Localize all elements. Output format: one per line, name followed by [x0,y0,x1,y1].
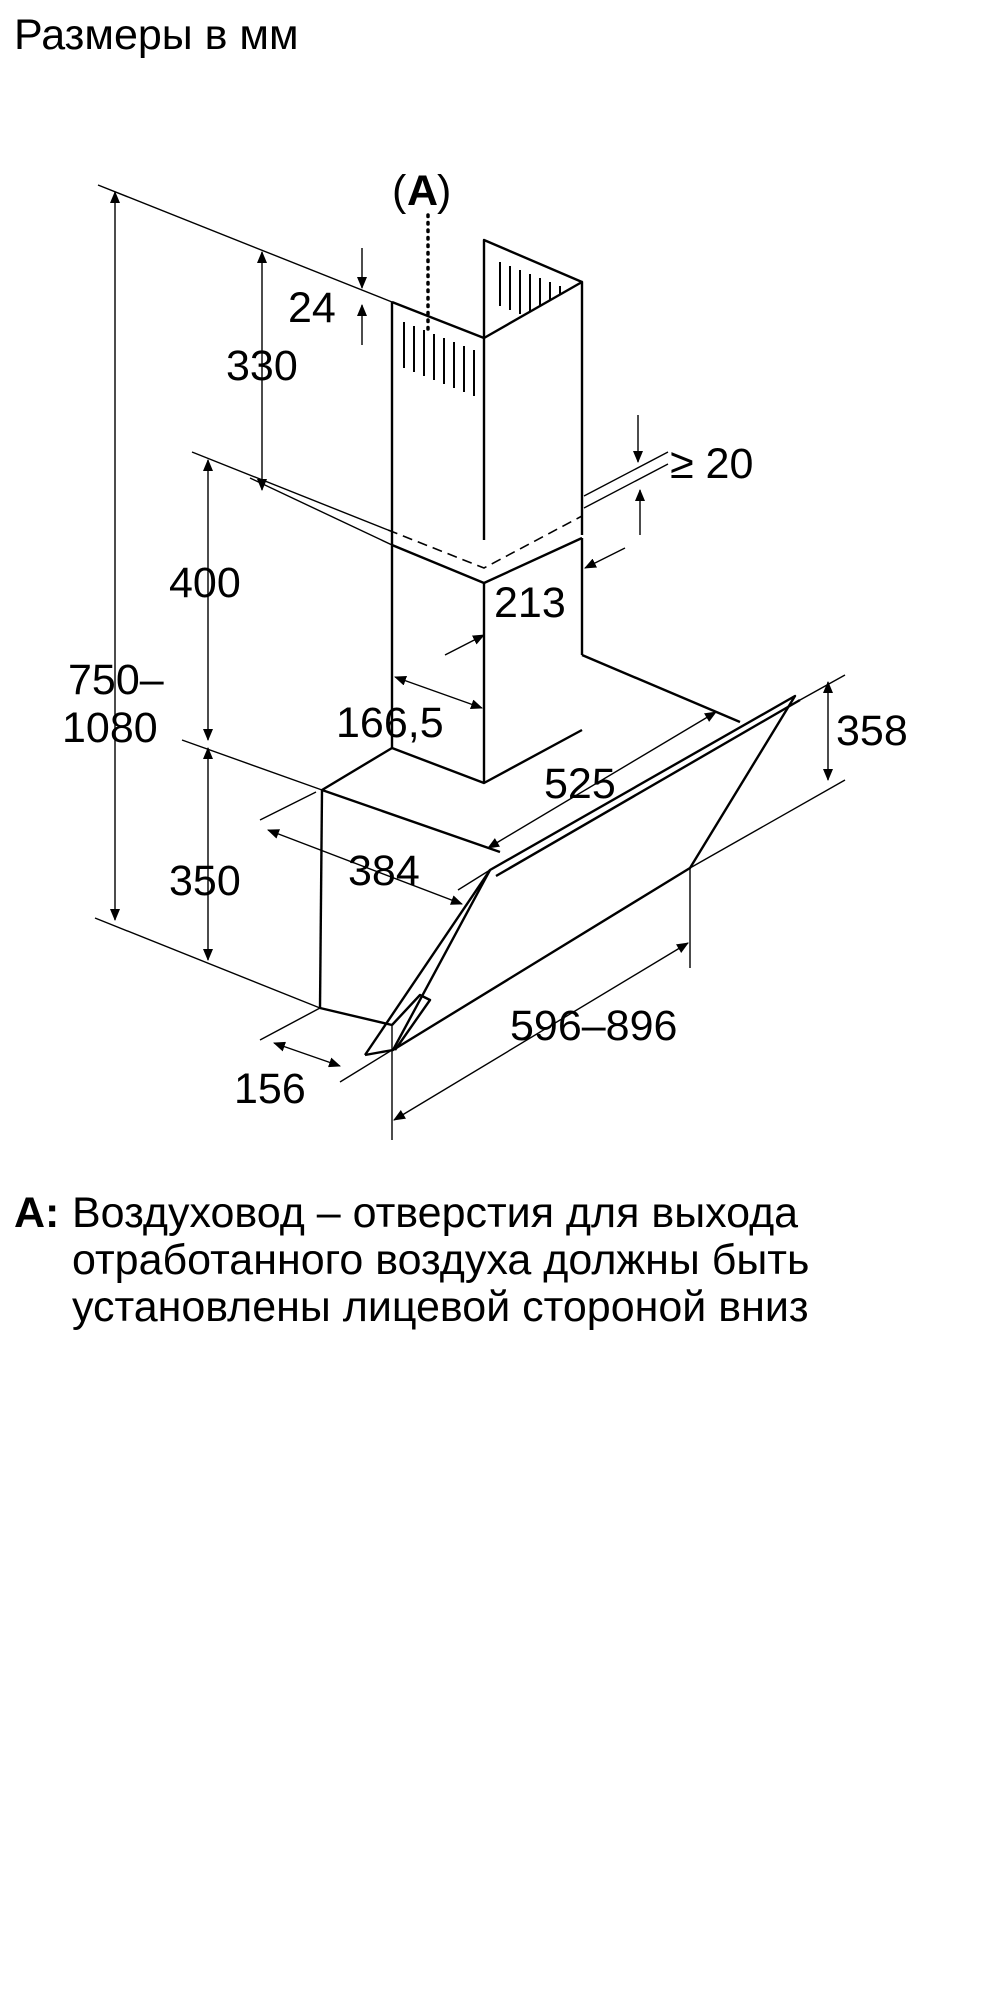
dim-glass-depth: 525 [544,760,616,808]
dim-chimney-depth: 213 [494,579,566,627]
page-title: Размеры в мм [14,11,299,59]
vent-slots [403,262,561,396]
dim-body-depth: 384 [348,847,420,895]
dimension-drawing: ( A ) 750– 1080 24 330 400 350 ≥ 20 213 … [62,167,908,1140]
dim-top-offset: 24 [288,284,336,332]
dim-overall-height-line1: 750– [68,656,164,704]
dimension-lines [110,191,833,1121]
svg-text:(: ( [392,167,407,215]
dim-chimney-width: 166,5 [336,699,444,747]
dim-overall-height-line2: 1080 [62,704,158,752]
callout-a-label: ( A ) [392,167,451,215]
dim-gap-min: ≥ 20 [670,440,753,488]
dim-glass-height: 358 [836,707,908,755]
svg-text:A: A [407,167,438,215]
legend-text: Воздуховод – отверстия для выхода отрабо… [72,1189,810,1331]
dim-front-depth: 156 [234,1065,306,1113]
legend-key: A: [14,1189,60,1237]
dim-width-range: 596–896 [510,1002,677,1050]
hood-outline [318,238,801,1057]
svg-text:): ) [437,167,451,215]
extension-lines [94,184,846,1140]
dim-chimney-lower: 400 [169,559,241,607]
dim-chimney-upper: 330 [226,342,298,390]
dim-body-height: 350 [169,857,241,905]
legend: A: Воздуховод – отверстия для выхода отр… [14,1190,974,1331]
